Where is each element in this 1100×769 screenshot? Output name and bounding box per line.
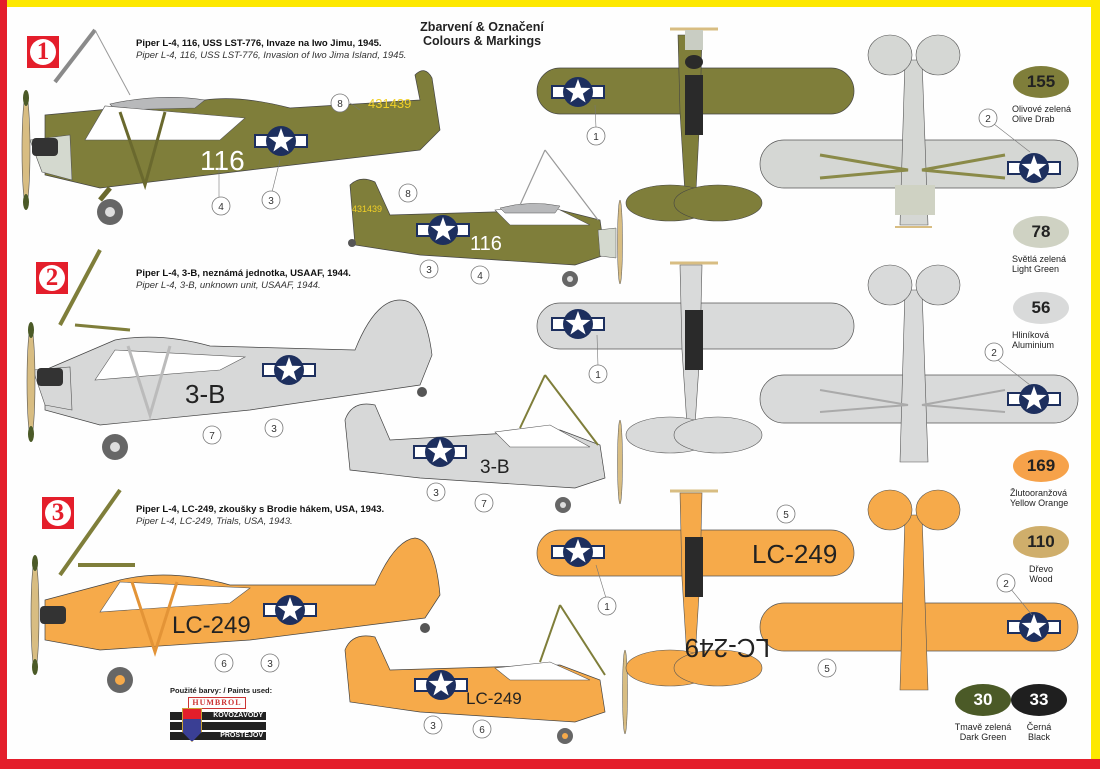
svg-text:4: 4: [218, 202, 224, 213]
fuselage-code-3b-small: 3-B: [480, 457, 510, 478]
svg-text:3: 3: [268, 196, 274, 207]
wing-code-lc249: LC-249: [752, 539, 837, 569]
paints-used-label: Použité barvy: / Paints used:: [170, 686, 273, 695]
humbrol-logo: HUMBROL: [188, 697, 246, 709]
svg-text:2: 2: [1003, 579, 1009, 590]
scheme-2-caption-en: Piper L-4, 3-B, unknown unit, USAAF, 194…: [136, 280, 321, 291]
kovozavody-label: KOVOZÁVODY: [170, 712, 266, 720]
fuselage-code-116: 116: [200, 145, 245, 176]
scheme-2-side-view: 3-B: [26, 249, 433, 460]
scheme-1-top-view: [536, 27, 855, 222]
fuselage-code-3b: 3-B: [185, 379, 225, 409]
paint-oval: 56: [1013, 292, 1069, 324]
scheme-3-side-view-right: LC-249: [344, 604, 628, 744]
paint-oval: 30: [955, 684, 1011, 716]
scheme-3-caption-en: Piper L-4, LC-249, Trials, USA, 1943.: [136, 516, 293, 527]
svg-text:8: 8: [337, 99, 343, 110]
svg-text:1: 1: [604, 602, 610, 613]
svg-text:3: 3: [426, 265, 432, 276]
scheme-3-bottom-view: LC-249: [685, 489, 1079, 691]
svg-text:4: 4: [477, 271, 483, 282]
tail-serial-small: 431439: [352, 204, 382, 214]
scheme-1-caption-en: Piper L-4, 116, USS LST-776, Invasion of…: [136, 50, 407, 61]
frame-right-yellow: [1091, 0, 1100, 769]
paint-oval: 110: [1013, 526, 1069, 558]
scheme-2-bottom-view: [759, 264, 1079, 463]
fuselage-code-116-small: 116: [470, 233, 502, 255]
tail-serial-431439: 431439: [368, 96, 411, 111]
svg-text:3: 3: [271, 424, 277, 435]
svg-text:6: 6: [221, 659, 227, 670]
kovozavody-shield-icon: [182, 708, 202, 742]
scheme-3-caption: Piper L-4, LC-249, zkoušky s Brodie háke…: [136, 504, 384, 528]
svg-text:7: 7: [209, 431, 215, 442]
svg-text:6: 6: [479, 725, 485, 736]
kovozavody-bar: [170, 722, 266, 730]
prostejov-label: PROSTĚJOV: [170, 732, 266, 740]
paint-oval: 78: [1013, 216, 1069, 248]
paint-oval: 169: [1013, 450, 1069, 482]
svg-text:3: 3: [430, 721, 436, 732]
fuselage-code-lc249-small: LC-249: [466, 689, 522, 708]
title-czech: Zbarvení & Označení: [420, 20, 544, 34]
frame-left-red: [0, 0, 7, 769]
scheme-3-top-view: LC-249: [536, 489, 855, 687]
frame-top-yellow: [0, 0, 1100, 7]
fuselage-code-lc249: LC-249: [172, 612, 251, 639]
scheme-1-side-view: 116 431439: [21, 28, 441, 225]
scheme-2-top-view: [536, 261, 855, 454]
scheme-3-caption-cz: Piper L-4, LC-249, zkoušky s Brodie háke…: [136, 504, 385, 515]
svg-text:5: 5: [783, 510, 789, 521]
frame-bottom-red: [0, 759, 1100, 769]
svg-text:8: 8: [405, 189, 411, 200]
scheme-2-caption: Piper L-4, 3-B, neznámá jednotka, USAAF,…: [136, 268, 351, 292]
scheme-3-number-badge: 3: [42, 497, 74, 529]
scheme-1-number-badge: 1: [27, 36, 59, 68]
wing-code-lc249-underside: LC-249: [685, 633, 770, 663]
svg-text:3: 3: [267, 659, 273, 670]
kovozavody-logo: KOVOZÁVODY PROSTĚJOV: [170, 708, 266, 742]
scheme-2-number-badge: 2: [36, 262, 68, 294]
svg-text:7: 7: [481, 499, 487, 510]
scheme-3-side-view: LC-249: [30, 488, 441, 693]
scheme-1-side-view-right: 116 431439: [348, 149, 623, 287]
svg-text:5: 5: [824, 664, 830, 675]
svg-text:1: 1: [595, 370, 601, 381]
svg-text:2: 2: [985, 114, 991, 125]
svg-text:2: 2: [991, 348, 997, 359]
title-english: Colours & Markings: [422, 34, 542, 48]
svg-text:3: 3: [433, 488, 439, 499]
paint-oval: 155: [1013, 66, 1069, 98]
page-title: Zbarvení & Označení Colours & Markings: [392, 20, 572, 48]
scheme-1-caption-cz: Piper L-4, 116, USS LST-776, Invaze na I…: [136, 38, 382, 49]
scheme-1-bottom-view: [759, 34, 1079, 228]
scheme-2-side-view-right: 3-B: [344, 374, 623, 513]
scheme-1-caption: Piper L-4, 116, USS LST-776, Invaze na I…: [136, 38, 406, 62]
callouts: 1 2 4 3 8 8 3 4 1 2 7 3 3 7 1 5 5 2 6 3 …: [202, 93, 1033, 739]
scheme-2-caption-cz: Piper L-4, 3-B, neznámá jednotka, USAAF,…: [136, 268, 351, 279]
svg-text:1: 1: [593, 132, 599, 143]
paint-oval: 33: [1011, 684, 1067, 716]
